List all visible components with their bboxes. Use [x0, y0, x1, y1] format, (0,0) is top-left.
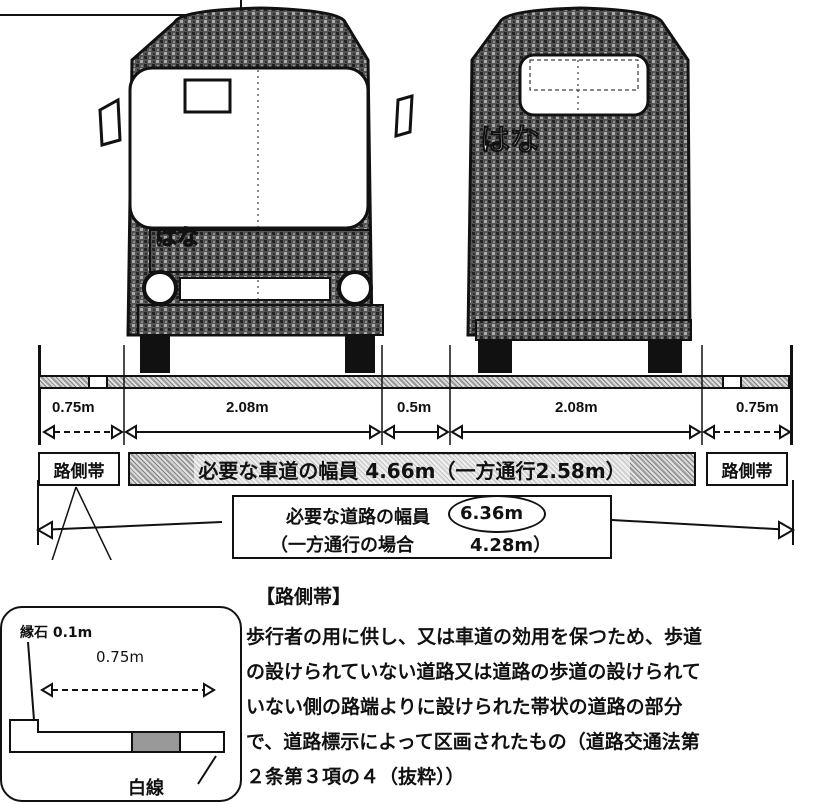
bus-illustration: はな はな — [98, 6, 692, 373]
dim-gap-center: 0.5m — [397, 399, 432, 416]
definition-line-4: で、道路標示によって区画されたもの（道路交通法第 — [246, 731, 700, 753]
road-surface-left-edge — [88, 375, 108, 389]
definition-line-3: いない側の路端よりに設けられた帯状の道路の部分 — [246, 696, 683, 718]
carriageway-label: 必要な車道の幅員 4.66m（一方通行2.58m） — [194, 454, 630, 484]
definition-line-2: の設けられていない道路又は道路の歩道の設けられて — [246, 661, 701, 683]
dim-lane-right: 2.08m — [555, 399, 598, 416]
dimension-arrows — [35, 345, 796, 560]
roadside-left-box: 路側帯 — [38, 452, 120, 486]
road-width-line2: （一方通行の場合 — [270, 535, 414, 556]
definition-line-1: 歩行者の用に供し、又は車道の効用を保つため、歩道 — [246, 626, 703, 648]
curb-diagram — [9, 641, 225, 785]
definition-line-5: ２条第３項の４（抜粋）） — [246, 766, 465, 788]
detail-width-label: 0.75m — [96, 648, 145, 666]
road-width-circle — [448, 495, 546, 533]
carriageway-box: 必要な車道の幅員 4.66m（一方通行2.58m） — [128, 452, 696, 486]
definition-heading: 【路側帯】 — [256, 586, 352, 608]
road-surface — [38, 375, 790, 389]
front-bus-text: はな — [155, 226, 199, 251]
dim-sidewalk-right: 0.75m — [736, 399, 779, 416]
road-right-post — [790, 345, 793, 445]
dim-sidewalk-left: 0.75m — [52, 399, 95, 416]
roadside-right-box: 路側帯 — [706, 452, 788, 486]
rear-bus — [466, 6, 692, 373]
road-width-line1: 必要な道路の幅員 — [286, 507, 430, 528]
dim-lane-left: 2.08m — [226, 399, 269, 416]
roadside-right-label: 路側帯 — [721, 461, 773, 482]
road-width-box: 必要な道路の幅員 6.36m （一方通行の場合 4.28m） — [232, 495, 612, 559]
front-bus — [98, 6, 414, 373]
curb-label: 縁石 0.1m — [20, 625, 93, 641]
rear-bus-text: はな — [480, 123, 540, 158]
roadside-left-label: 路側帯 — [53, 461, 105, 482]
road-surface-right-edge — [722, 375, 742, 389]
road-left-post — [38, 345, 41, 445]
road-width-value2: 4.28m） — [470, 535, 552, 556]
detail-callout: 縁石 0.1m 0.75m 白線 — [0, 606, 242, 802]
white-line-label: 白線 — [128, 778, 164, 799]
